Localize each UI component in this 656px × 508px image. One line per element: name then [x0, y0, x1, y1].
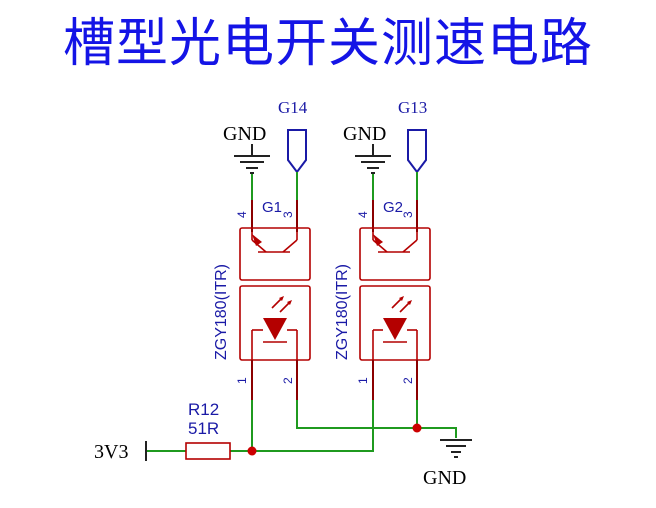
net-label-gnd-right: GND	[343, 123, 386, 145]
g1-part-number: ZGY180(ITR)	[213, 264, 230, 360]
g2-led	[359, 285, 431, 361]
gnd-symbol-left	[234, 144, 270, 174]
g2-pin-3: 3	[401, 211, 415, 218]
g2-led-symbol	[372, 296, 418, 360]
g1-pin-1: 1	[235, 377, 249, 384]
junction-node-vcc	[247, 446, 257, 456]
net-label-gnd-left: GND	[223, 123, 266, 145]
net-label-g13: G13	[398, 98, 427, 117]
g2-pin-1: 1	[356, 377, 370, 384]
g1-pin-4: 4	[235, 211, 249, 218]
gnd-symbol-right	[355, 144, 391, 174]
r12-value: 51R	[188, 419, 219, 438]
g1-led-symbol	[251, 296, 298, 360]
net-label-g14: G14	[278, 98, 308, 117]
g2-transistor-symbol	[372, 232, 418, 253]
g2-ref: G2	[383, 199, 403, 216]
g2-part-number: ZGY180(ITR)	[334, 264, 351, 360]
g2-phototransistor	[359, 227, 431, 281]
optocoupler-g1: GND G14 4 3 G1	[213, 98, 311, 400]
resistor-r12	[185, 442, 231, 460]
g2-pin-2: 2	[401, 377, 415, 384]
page-title: 槽型光电开关测速电路	[62, 14, 593, 74]
g1-ref: G1	[262, 199, 282, 216]
port-g14	[287, 129, 307, 174]
optocoupler-g2: GND G13 4 3 G2	[334, 98, 431, 400]
circuit-wires	[145, 172, 457, 461]
net-label-3v3: 3V3	[94, 441, 128, 463]
g2-pin-4: 4	[356, 211, 370, 218]
g1-led	[239, 285, 311, 361]
port-g13	[407, 129, 427, 174]
r12-ref: R12	[188, 400, 219, 419]
g1-transistor-symbol	[251, 232, 298, 253]
gnd-symbol-bottom	[440, 439, 472, 458]
g1-pin-3: 3	[281, 211, 295, 218]
net-label-gnd-bottom: GND	[423, 467, 466, 489]
g1-phototransistor	[239, 227, 311, 281]
g1-pin-2: 2	[281, 377, 295, 384]
junction-node-gnd	[412, 423, 422, 433]
